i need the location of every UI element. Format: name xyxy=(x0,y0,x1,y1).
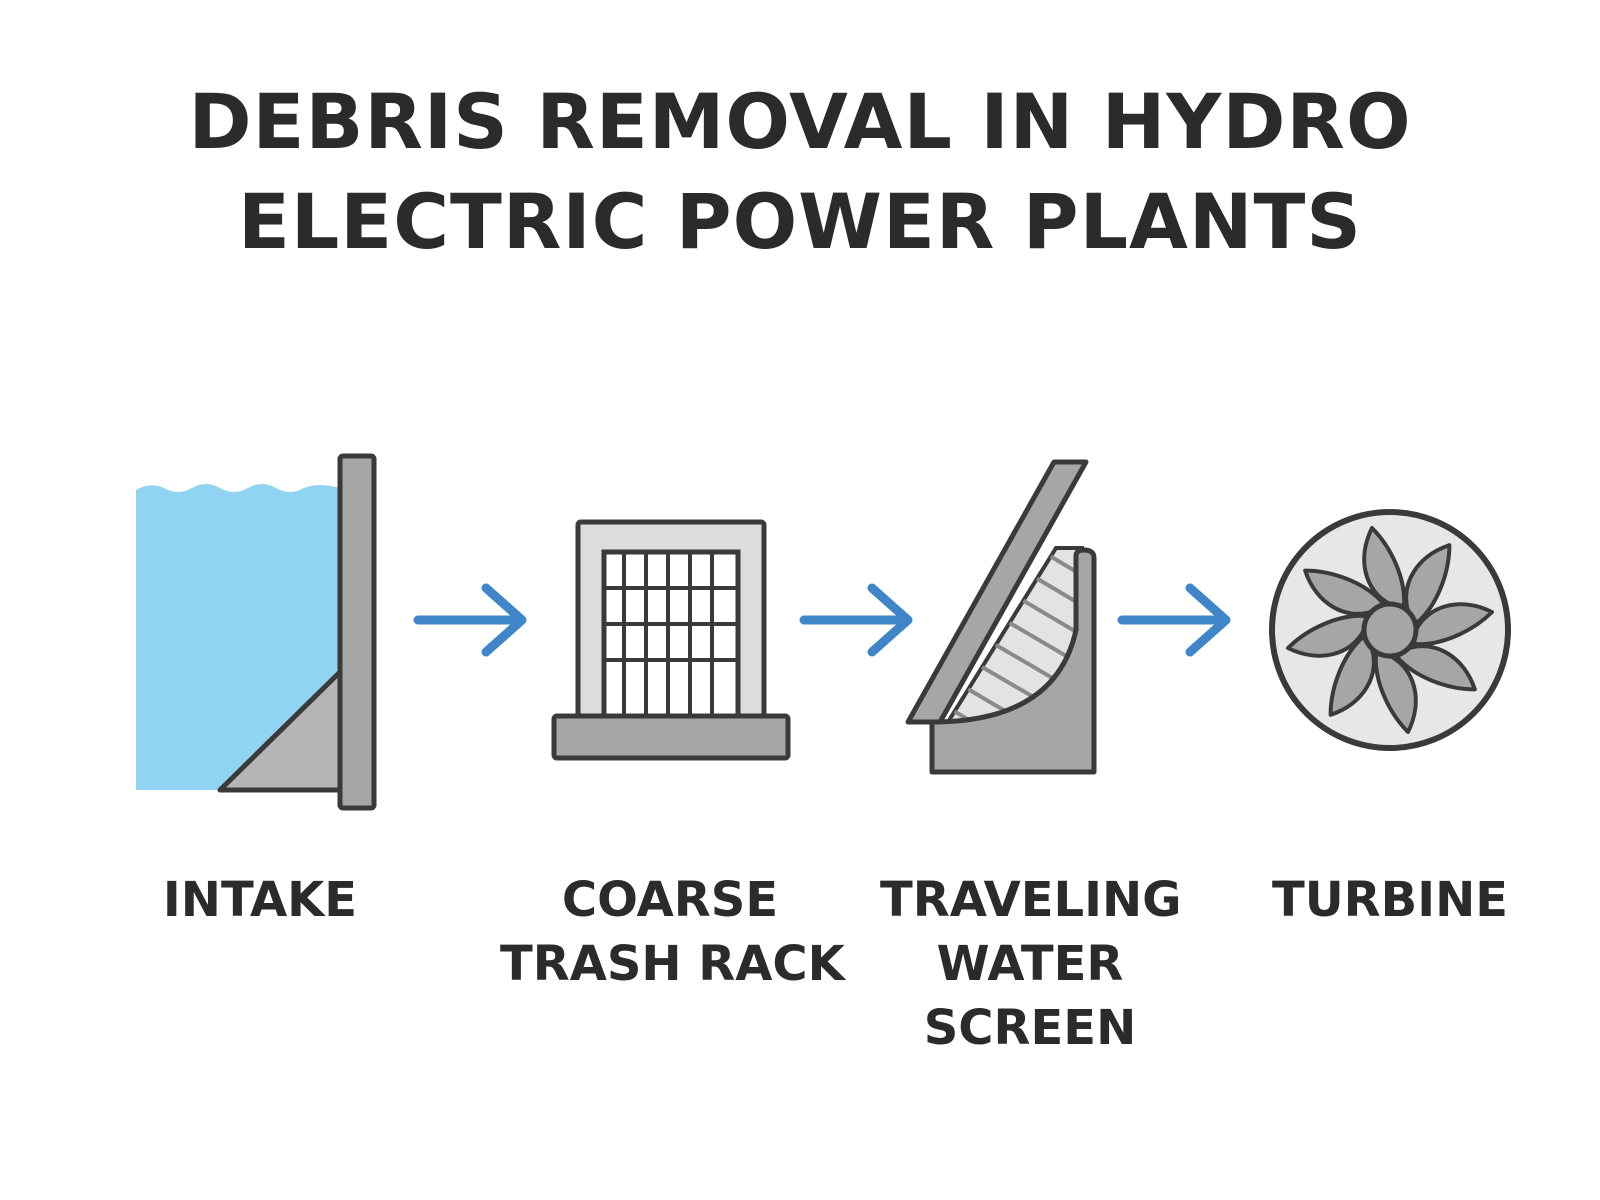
trash-rack-base xyxy=(551,713,791,761)
trash-rack-bars xyxy=(604,552,738,716)
stage-label-turbine: TURBINE xyxy=(1260,868,1520,932)
stage-label-line: TURBINE xyxy=(1271,872,1509,928)
stage-label-coarse-trash-rack: COARSE TRASH RACK xyxy=(500,868,845,996)
stage-label-line: COARSE xyxy=(561,872,779,928)
title-line-1: DEBRIS REMOVAL IN HYDRO xyxy=(188,77,1412,166)
flow-arrow-2 xyxy=(799,583,913,657)
stage-label-line: WATER xyxy=(936,936,1124,992)
screen-support-bracket xyxy=(929,547,1097,775)
turbine-blades xyxy=(1286,526,1494,734)
stage-label-line: TRASH RACK xyxy=(500,936,845,992)
stage-label-line: SCREEN xyxy=(923,1000,1137,1056)
flow-arrow-1 xyxy=(413,583,527,657)
intake-icon xyxy=(136,453,377,811)
title-line-2: ELECTRIC POWER PLANTS xyxy=(237,177,1363,266)
trash-rack-icon xyxy=(551,519,791,761)
diagram-title: DEBRIS REMOVAL IN HYDRO ELECTRIC POWER P… xyxy=(0,72,1600,272)
screen-inclined-panel xyxy=(905,459,1089,725)
flow-arrow-3 xyxy=(1117,583,1231,657)
traveling-screen-icon xyxy=(905,459,1097,775)
turbine-icon xyxy=(1269,509,1511,751)
intake-water xyxy=(136,484,340,790)
turbine-hub xyxy=(1361,601,1419,659)
stage-label-traveling-water-screen: TRAVELING WATER SCREEN xyxy=(880,868,1182,1060)
stage-label-intake: INTAKE xyxy=(150,868,370,932)
stage-label-line: TRAVELING xyxy=(880,872,1182,928)
stage-label-line: INTAKE xyxy=(162,872,358,928)
intake-gate-wall xyxy=(337,453,377,811)
